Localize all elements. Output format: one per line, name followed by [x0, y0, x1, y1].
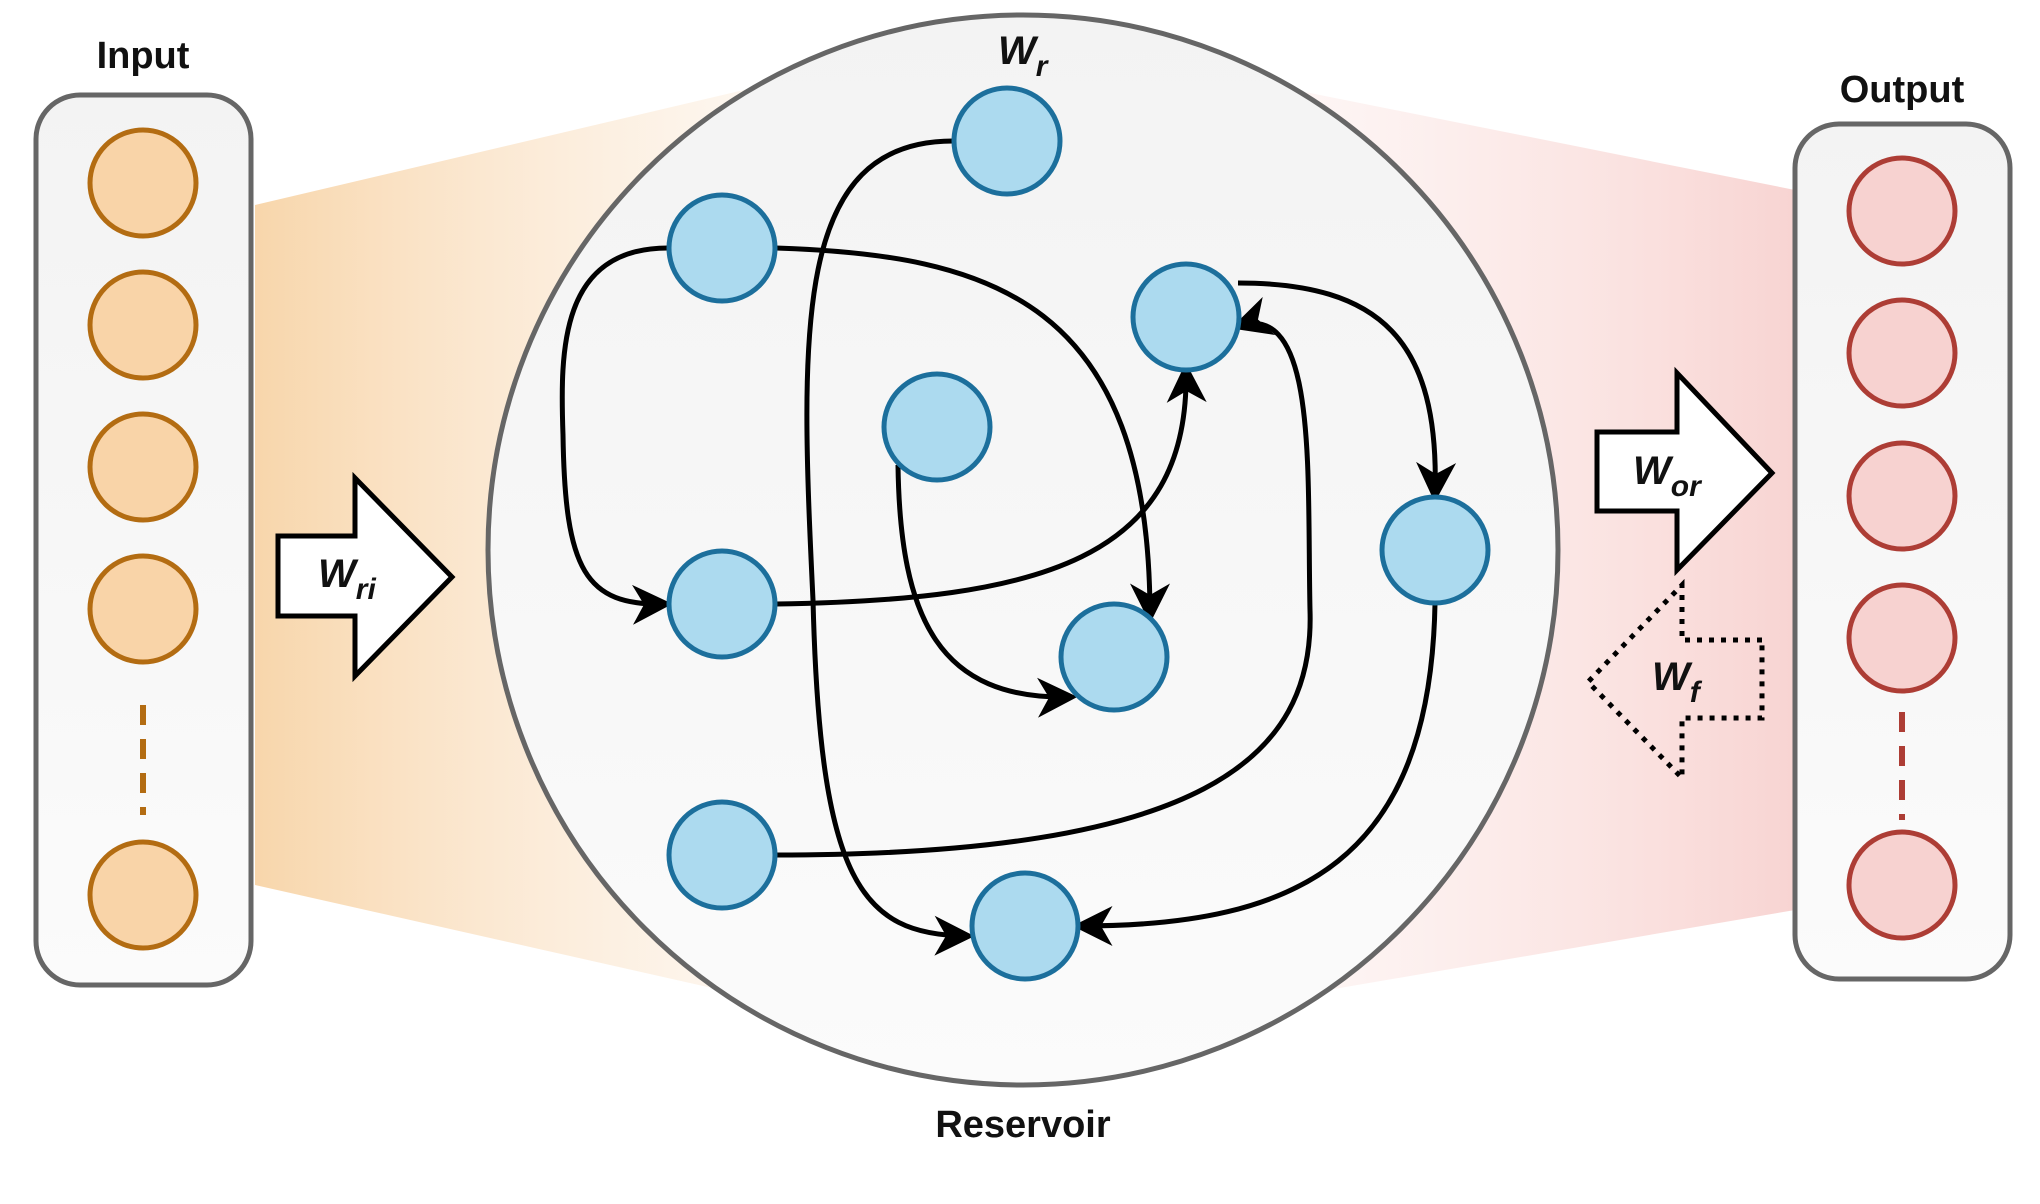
feedback-weight-arrow: Wf: [1584, 578, 1765, 785]
reservoir-connections: [559, 138, 1457, 956]
reservoir-node-lower-left: [666, 799, 778, 911]
reservoir-node-right: [1379, 494, 1491, 606]
input-node: [87, 839, 199, 951]
connection-right-to-bottom: [1072, 603, 1438, 946]
connection-upperleft-to-lowercenter: [775, 245, 1170, 624]
input-node: [87, 127, 199, 239]
input-node: [87, 553, 199, 665]
output-node: [1846, 155, 1958, 267]
output-nodes: [1846, 155, 1958, 941]
input-node: [87, 269, 199, 381]
connection-upperright-to-right: [1237, 280, 1457, 503]
input-label: Input: [97, 35, 190, 77]
output-node: [1846, 440, 1958, 552]
connection-top-to-bottom: [804, 138, 975, 956]
output-weight-label: Wor: [1633, 449, 1703, 503]
reservoir-node-top: [951, 85, 1063, 197]
recurrent-weight-label: Wr: [998, 29, 1050, 83]
connection-midleft-to-upperright: [775, 362, 1207, 607]
reservoir-node-upper-left: [666, 192, 778, 304]
output-node: [1846, 829, 1958, 941]
reservoir-node-mid-left: [666, 548, 778, 660]
output-weight-arrow: Wor: [1594, 366, 1776, 577]
reservoir-label: Reservoir: [935, 1104, 1111, 1146]
connection-lowerleft-to-upperright: [775, 296, 1313, 858]
reservoir-nodes: [666, 85, 1491, 982]
reservoir-node-bottom: [969, 870, 1081, 982]
input-nodes: [87, 127, 199, 951]
reservoir-node-center: [881, 371, 993, 483]
input-weight-label: Wri: [318, 552, 376, 606]
feedback-weight-label: Wf: [1652, 655, 1703, 709]
connection-center-to-lowercenter: [895, 464, 1078, 718]
connection-upperleft-to-midleft: [559, 245, 673, 625]
output-node: [1846, 297, 1958, 409]
output-node: [1846, 582, 1958, 694]
output-label: Output: [1840, 69, 1965, 111]
reservoir-node-lower-center: [1058, 601, 1170, 713]
reservoir-node-upper-right: [1130, 261, 1242, 373]
input-weight-arrow: Wri: [275, 471, 456, 683]
input-node: [87, 411, 199, 523]
